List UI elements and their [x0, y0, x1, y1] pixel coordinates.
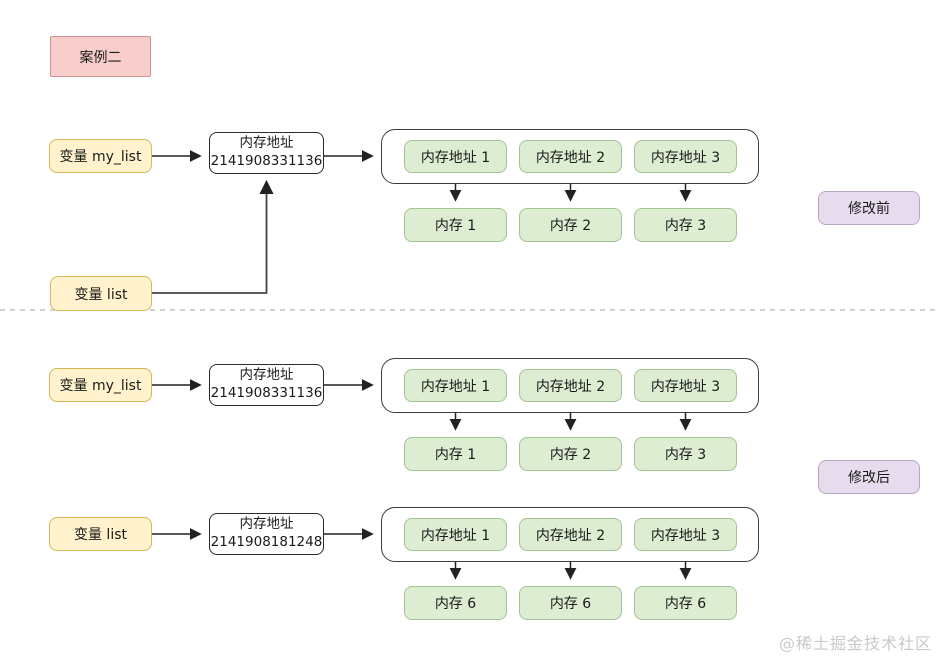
memory-address-value: 2141908181248: [210, 534, 323, 550]
mem-cell-2-after-list: 内存 6: [519, 586, 622, 620]
mem-cell-1-before: 内存 1: [404, 208, 507, 242]
addr-cell-2-after-list: 内存地址 2: [519, 518, 622, 551]
addr-cell-3-before: 内存地址 3: [634, 140, 737, 173]
mem-cell-3-after-list: 内存 6: [634, 586, 737, 620]
elbow-connector-list-to-addr: [152, 179, 274, 294]
memory-address-box-before: 内存地址 2141908331136: [209, 132, 324, 174]
addr-cell-3-after-list: 内存地址 3: [634, 518, 737, 551]
badge-after: 修改后: [818, 460, 920, 494]
watermark: @稀土掘金技术社区: [778, 634, 932, 653]
addr-cell-3-after-my-list: 内存地址 3: [634, 369, 737, 402]
mem-cell-1-after-my-list: 内存 1: [404, 437, 507, 471]
mem-cell-1-after-list: 内存 6: [404, 586, 507, 620]
memory-address-value: 2141908331136: [210, 153, 323, 169]
var-list-before: 变量 list: [50, 276, 152, 311]
addr-cell-1-after-my-list: 内存地址 1: [404, 369, 507, 402]
addr-cell-1-before: 内存地址 1: [404, 140, 507, 173]
memory-address-label: 内存地址: [239, 516, 294, 533]
var-list-after: 变量 list: [49, 517, 152, 551]
memory-address-value: 2141908331136: [210, 385, 323, 401]
mem-cell-2-before: 内存 2: [519, 208, 622, 242]
addr-cell-2-before: 内存地址 2: [519, 140, 622, 173]
memory-address-label: 内存地址: [239, 135, 294, 152]
badge-before: 修改前: [818, 191, 920, 225]
case-title: 案例二: [50, 36, 151, 77]
var-my-list-after: 变量 my_list: [49, 368, 152, 402]
var-my-list-before: 变量 my_list: [49, 139, 152, 173]
addr-cell-1-after-list: 内存地址 1: [404, 518, 507, 551]
memory-address-box-after-list: 内存地址 2141908181248: [209, 513, 324, 555]
mem-cell-3-before: 内存 3: [634, 208, 737, 242]
mem-cell-3-after-my-list: 内存 3: [634, 437, 737, 471]
addr-cell-2-after-my-list: 内存地址 2: [519, 369, 622, 402]
memory-address-box-after-my-list: 内存地址 2141908331136: [209, 364, 324, 406]
memory-address-label: 内存地址: [239, 367, 294, 384]
mem-cell-2-after-my-list: 内存 2: [519, 437, 622, 471]
